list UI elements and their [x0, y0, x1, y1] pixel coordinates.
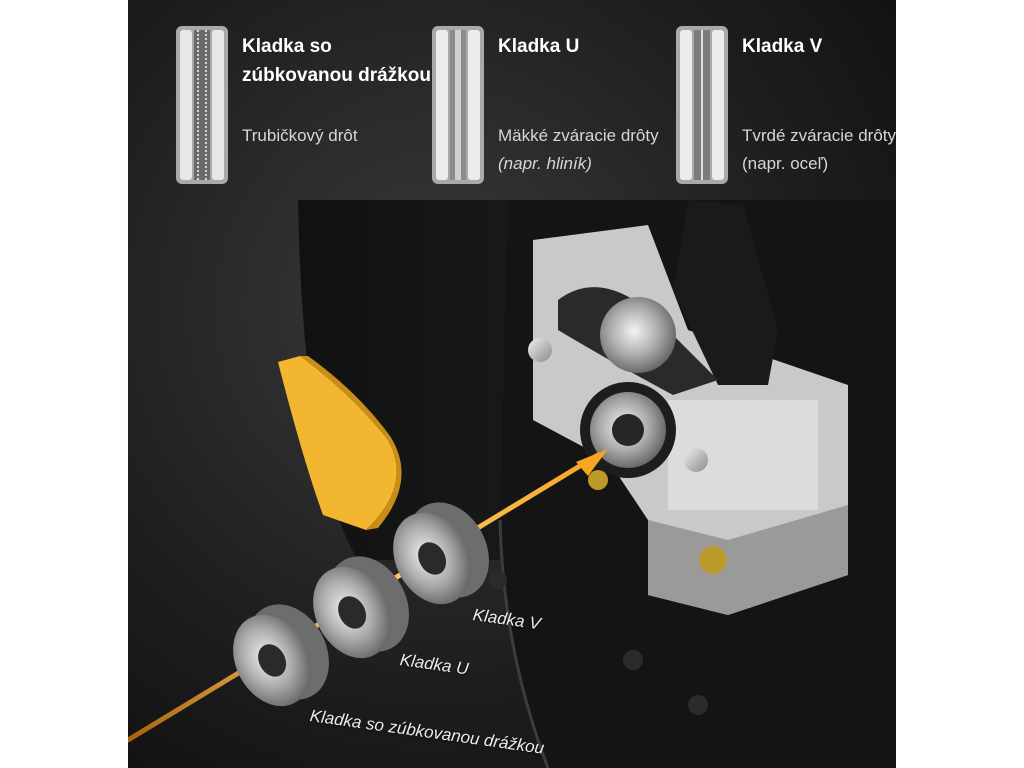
- roll-description: Mäkké zváracie drôty (napr. hliník): [498, 126, 659, 173]
- roll-card-knurled: Kladka so zúbkovanou drážkou Trubičkový …: [174, 24, 431, 194]
- wire-feeder-scene: [128, 200, 896, 768]
- roll-card-u: Kladka U Mäkké zváracie drôty (napr. hli…: [430, 24, 680, 194]
- illustration-stage: Kladka so zúbkovanou drážkou Trubičkový …: [128, 0, 896, 768]
- screw: [688, 695, 708, 715]
- roll-title: Kladka V: [742, 36, 823, 57]
- screw: [684, 448, 708, 472]
- screw: [588, 470, 608, 490]
- roll-title: Kladka so zúbkovanou drážkou: [242, 36, 431, 86]
- roll-title: Kladka U: [498, 36, 580, 57]
- pressure-disc: [600, 297, 676, 373]
- screw: [489, 571, 507, 589]
- roll-description: Tvrdé zváracie drôty (napr. oceľ): [742, 126, 896, 173]
- knurled-groove-roll-icon: [176, 26, 228, 184]
- panel-edge-highlight: [498, 519, 550, 768]
- u-roll-exploded: [313, 556, 409, 659]
- screw: [528, 338, 552, 362]
- screw: [623, 650, 643, 670]
- knurled-roll-exploded: [233, 604, 329, 707]
- roll-description: Trubičkový drôt: [242, 126, 358, 145]
- u-groove-roll-icon: [432, 26, 484, 184]
- tension-lever: [673, 200, 778, 385]
- yellow-handle: [278, 356, 397, 530]
- wire-arrow-tip: [576, 449, 608, 476]
- feeder-bracket-shadow: [648, 505, 848, 615]
- screw: [699, 546, 727, 574]
- roll-card-v: Kladka V Tvrdé zváracie drôty (napr. oce…: [674, 24, 896, 194]
- v-roll-exploded: [393, 502, 489, 605]
- v-groove-roll-icon: [676, 26, 728, 184]
